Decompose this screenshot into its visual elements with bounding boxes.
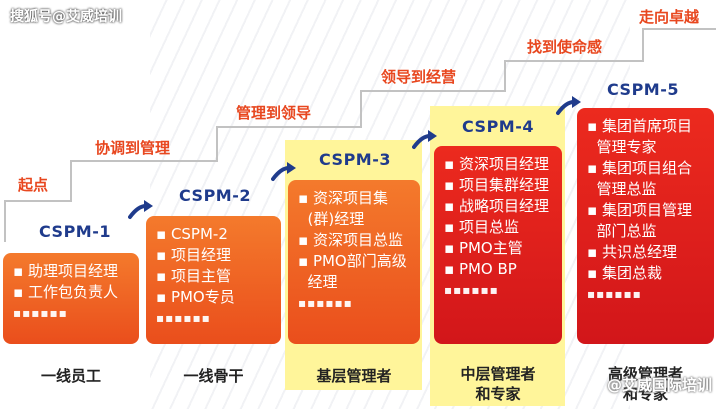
role-item: (群)经理 [307, 210, 365, 228]
arrow-icon-4 [556, 96, 581, 115]
level-label-1: 一线员工 [40, 367, 101, 385]
step-label-4: 领导到经营 [381, 68, 457, 86]
step-label-1: 起点 [18, 176, 49, 194]
arrow-icon-3 [412, 130, 437, 149]
role-card-3: ▪ 资深项目集 (群)经理 ▪ 资深项目总监 ▪ PMO部门高级 经理 ▪▪▪▪… [288, 180, 420, 344]
role-card-1: ▪ 助理项目经理 ▪ 工作包负责人 ▪▪▪▪▪▪ [3, 253, 139, 344]
role-item: ▪ 资深项目经理 [444, 155, 549, 173]
role-item: ▪ 共识总经理 [587, 243, 677, 261]
step-line-h5 [504, 60, 644, 62]
role-item: 经理 [307, 273, 338, 291]
more-dots: ▪▪▪▪▪▪ [13, 306, 68, 320]
role-item: ▪ PMO BP [444, 260, 517, 278]
role-item: ▪ 工作包负责人 [13, 283, 118, 301]
arrow-icon-2 [271, 162, 296, 181]
step-line-h2 [70, 160, 218, 162]
step-line-v1 [4, 200, 6, 242]
more-dots: ▪▪▪▪▪▪ [587, 287, 642, 301]
role-card-5: ▪ 集团首席项目 管理专家 ▪ 集团项目组合 管理总监 ▪ 集团项目管理 部门总… [577, 108, 714, 344]
role-item: ▪ 战略项目经理 [444, 197, 549, 215]
step-line-v3 [216, 126, 218, 162]
more-dots: ▪▪▪▪▪▪ [298, 296, 353, 310]
role-item: ▪ 集团项目管理 [587, 201, 692, 219]
step-line-h3 [216, 126, 362, 128]
role-item: ▪ 项目经理 [156, 246, 231, 264]
cspm-code-2: CSPM-2 [179, 186, 251, 205]
role-item: ▪ 项目集群经理 [444, 176, 549, 194]
cspm-code-3: CSPM-3 [319, 150, 391, 169]
role-item: 管理专家 [596, 138, 657, 156]
role-item: ▪ PMO部门高级 [298, 252, 407, 270]
role-item: ▪ PMO专员 [156, 288, 235, 306]
watermark-top: 搜狐号@艾威培训 [10, 9, 122, 25]
step-line-v2 [70, 160, 72, 202]
cspm-code-1: CSPM-1 [39, 222, 111, 241]
step-line-h6 [642, 28, 716, 30]
role-item: ▪ 项目总监 [444, 218, 519, 236]
step-line-v5 [504, 60, 506, 92]
role-item: ▪ 集团首席项目 [587, 117, 692, 135]
step-label-5: 找到使命感 [527, 38, 603, 56]
role-item: 部门总监 [596, 222, 657, 240]
cspm-code-5: CSPM-5 [607, 80, 679, 99]
more-dots: ▪▪▪▪▪▪ [444, 283, 499, 297]
step-line-h1 [4, 200, 70, 202]
role-item: ▪ PMO主管 [444, 239, 523, 257]
role-item: ▪ 资深项目总监 [298, 231, 403, 249]
step-label-3: 管理到领导 [236, 104, 312, 122]
role-card-2: ▪ CSPM-2 ▪ 项目经理 ▪ 项目主管 ▪ PMO专员 ▪▪▪▪▪▪ [146, 216, 281, 344]
role-item: ▪ 集团总裁 [587, 264, 662, 282]
watermark-bottom: @艾威国际培训 [606, 376, 712, 394]
step-label-6: 走向卓越 [639, 8, 700, 26]
more-dots: ▪▪▪▪▪▪ [156, 311, 211, 325]
cspm-code-4: CSPM-4 [462, 117, 534, 136]
level-label-3: 基层管理者 [316, 367, 392, 385]
step-label-2: 协调到管理 [95, 139, 171, 157]
role-item: ▪ CSPM-2 [156, 225, 228, 243]
role-card-4: ▪ 资深项目经理 ▪ 项目集群经理 ▪ 战略项目经理 ▪ 项目总监 ▪ PMO主… [434, 146, 562, 344]
role-item: ▪ 集团项目组合 [587, 159, 692, 177]
role-item: ▪ 助理项目经理 [13, 262, 118, 280]
step-line-h4 [360, 90, 506, 92]
step-line-v6 [642, 28, 644, 62]
step-line-v4 [360, 90, 362, 128]
level-label-4: 中层管理者 和专家 [460, 365, 536, 403]
arrow-icon-1 [128, 200, 153, 219]
role-item: ▪ 资深项目集 [298, 189, 388, 207]
role-item: ▪ 项目主管 [156, 267, 231, 285]
level-label-5: 高级管理者 和专家 [607, 365, 683, 403]
role-item: 管理总监 [596, 180, 657, 198]
level-label-2: 一线骨干 [183, 367, 244, 385]
